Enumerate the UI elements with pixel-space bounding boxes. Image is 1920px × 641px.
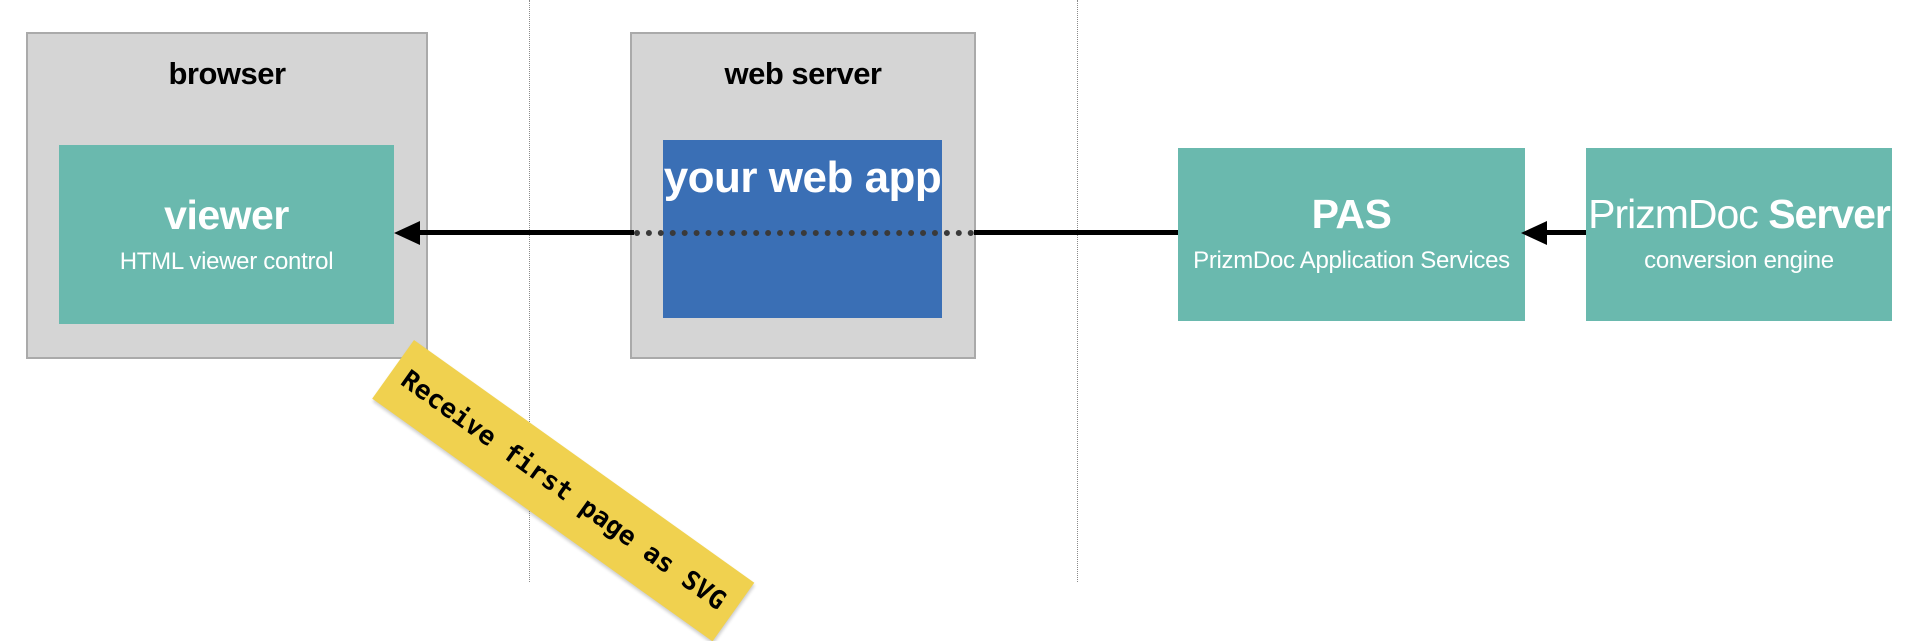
- browser-title: browser: [168, 56, 286, 91]
- prizmdoc-server-title: PrizmDoc Server: [1586, 194, 1892, 235]
- prizmdoc-server-subtitle: conversion engine: [1644, 247, 1834, 274]
- arrowhead-to-viewer: [394, 221, 420, 245]
- divider-right: [1077, 0, 1078, 582]
- viewer-subtitle: HTML viewer control: [119, 248, 334, 275]
- arrow-line-pas-segment: [974, 230, 1178, 235]
- sticky-note: Receive first page as SVG: [372, 340, 755, 641]
- arrow-line-server-to-pas: [1545, 230, 1586, 235]
- sticky-note-text: Receive first page as SVG: [395, 364, 732, 617]
- arrowhead-to-pas: [1521, 221, 1547, 245]
- divider-left: [529, 0, 530, 582]
- arrow-line-browser-segment: [420, 230, 632, 235]
- prizmdoc-server-title-bold: Server: [1768, 191, 1891, 237]
- pas-title: PAS: [1311, 191, 1392, 237]
- web-server-title: web server: [724, 56, 883, 91]
- pas-box: PAS PrizmDoc Application Services: [1178, 148, 1525, 321]
- pas-subtitle: PrizmDoc Application Services: [1193, 247, 1510, 274]
- prizmdoc-server-title-regular: PrizmDoc: [1588, 191, 1759, 237]
- web-app-box: your web app: [663, 140, 942, 318]
- prizmdoc-server-box: PrizmDoc Server conversion engine: [1586, 148, 1892, 321]
- viewer-title: viewer: [164, 192, 289, 238]
- arrow-line-server-gap: [630, 230, 634, 235]
- arrow-line-web-app-segment: [634, 230, 974, 236]
- viewer-box: viewer HTML viewer control: [59, 145, 394, 324]
- web-app-title: your web app: [663, 153, 942, 202]
